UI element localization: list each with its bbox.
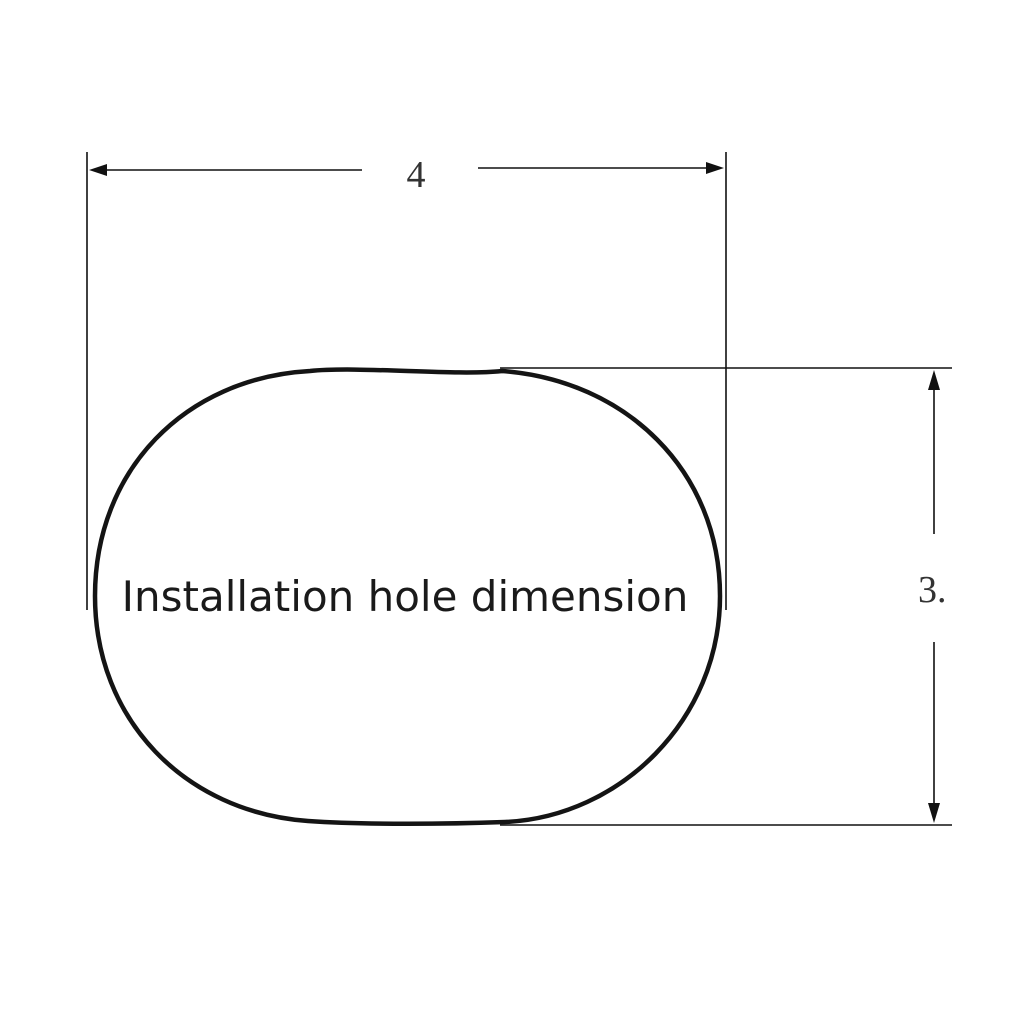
width-label: 4 [407,154,426,196]
height-arrow-bottom [928,803,940,823]
height-label: 3. [918,569,947,611]
hole-outline [92,367,723,826]
width-arrow-right [706,162,724,174]
diagram-caption: Installation hole dimension [122,572,689,621]
width-arrow-left [89,164,107,176]
height-arrow-top [928,370,940,390]
